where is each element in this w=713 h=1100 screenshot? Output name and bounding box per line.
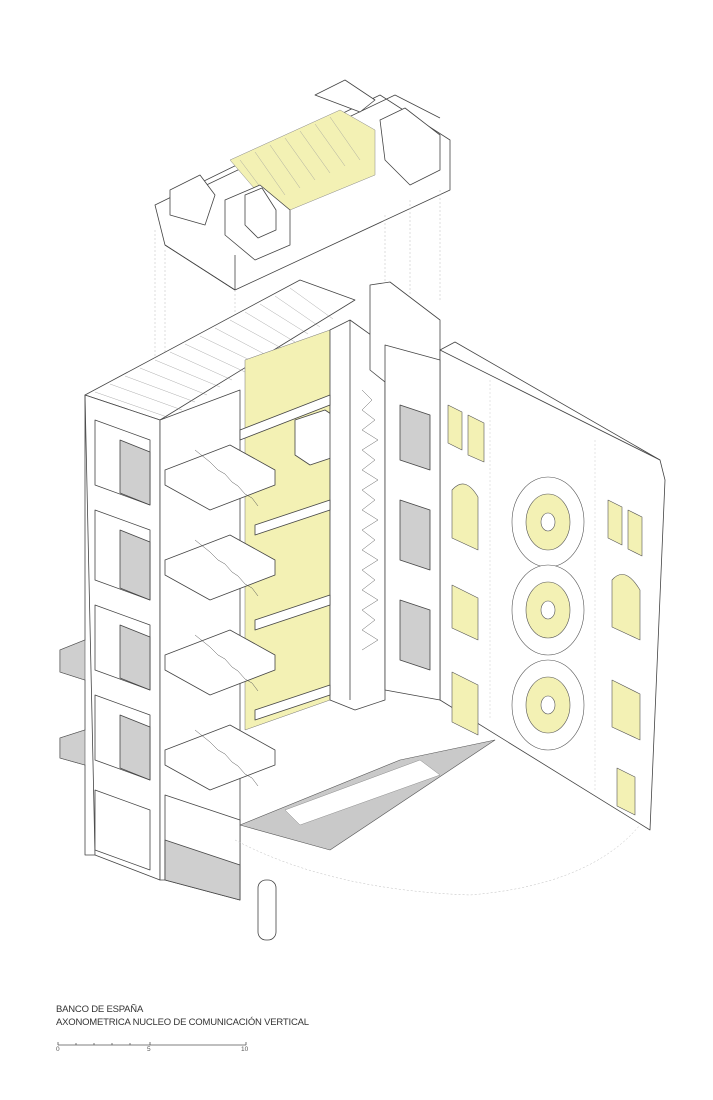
rose-window	[511, 564, 585, 656]
left-facade	[59, 394, 161, 881]
side-windows	[447, 404, 643, 816]
rose-windows	[511, 476, 585, 751]
drawing-caption: BANCO DE ESPAÑA AXONOMETRICA NUCLEO DE C…	[56, 1003, 309, 1029]
scale-bar: 0 5 10	[56, 1038, 256, 1058]
axonometric-drawing	[59, 79, 666, 941]
scale-label-5: 5	[147, 1046, 151, 1053]
top-slab	[84, 279, 356, 421]
caption-line-2: AXONOMETRICA NUCLEO DE COMUNICACIÓN VERT…	[56, 1017, 309, 1028]
rose-window	[511, 476, 585, 568]
scale-label-10: 10	[241, 1046, 249, 1053]
floor-slabs-left	[59, 639, 86, 766]
right-side-wall	[369, 281, 666, 831]
scale-label-0: 0	[56, 1046, 60, 1053]
roof-block	[154, 79, 451, 291]
rose-window	[511, 659, 585, 751]
caption-line-1: BANCO DE ESPAÑA	[56, 1004, 144, 1015]
stair-core	[164, 319, 386, 791]
scale-bar-graphic	[57, 1042, 247, 1046]
ground-floor-plan	[234, 739, 641, 896]
